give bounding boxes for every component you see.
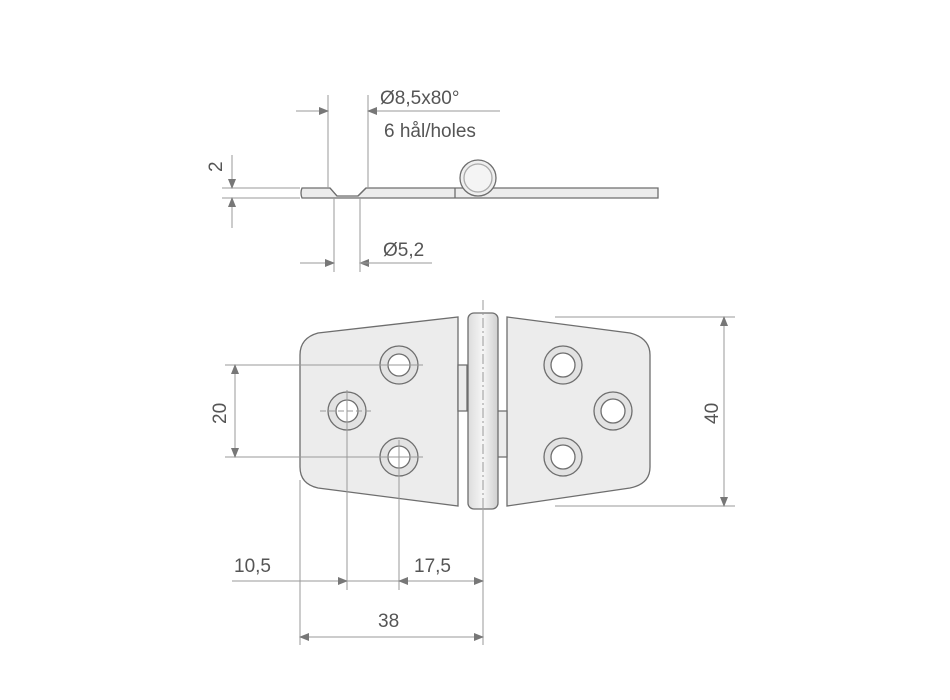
hole-to-pin-label: 17,5 <box>414 556 451 577</box>
side-view-dimensions <box>222 95 500 272</box>
hole-4 <box>543 345 583 385</box>
holes-count-label: 6 hål/holes <box>384 121 476 142</box>
top-view-dimensions <box>225 316 735 645</box>
right-leaf <box>506 316 651 507</box>
hole-spacing-label: 20 <box>210 403 231 424</box>
height-label: 40 <box>702 403 723 424</box>
side-view <box>300 159 659 199</box>
hole-6 <box>543 437 583 477</box>
edge-to-hole-label: 10,5 <box>234 556 271 577</box>
hole-diameter-label: Ø5,2 <box>383 240 424 261</box>
hole-5 <box>593 391 633 431</box>
thickness-label: 2 <box>206 161 227 172</box>
leaf-width-label: 38 <box>378 611 399 632</box>
countersink-label: Ø8,5x80° <box>380 88 459 109</box>
mounting-holes <box>327 345 633 477</box>
